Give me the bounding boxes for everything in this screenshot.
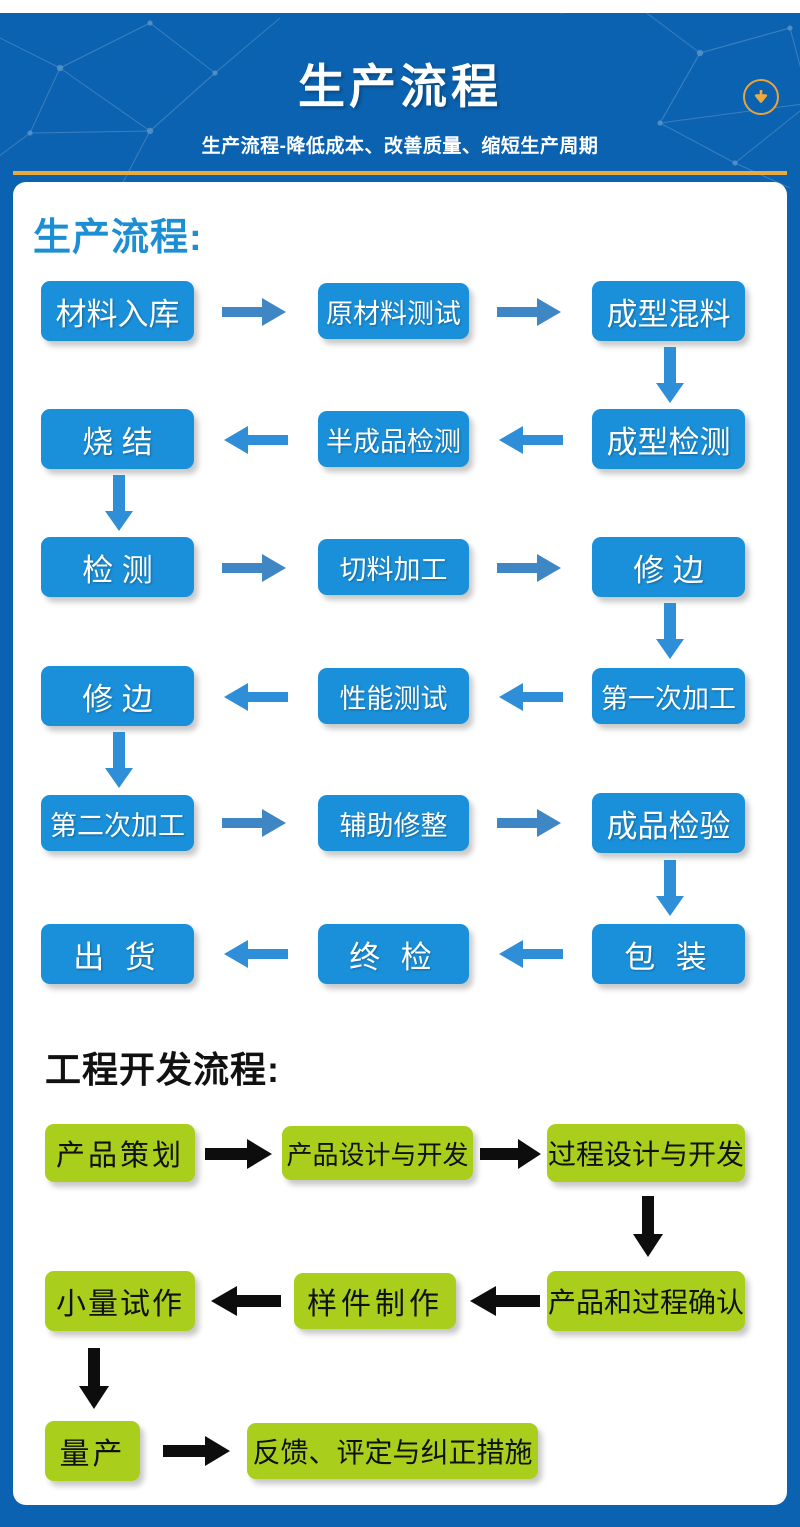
flow-box-p5c2[interactable]: 辅助修整 xyxy=(318,795,469,851)
arrow-down-e1c3-e2c3 xyxy=(632,1196,664,1258)
flow-box-p4c2[interactable]: 性能测试 xyxy=(318,668,469,724)
arrow-right-p3-c2-c3 xyxy=(497,553,563,583)
flow-box-e2c3[interactable]: 产品和过程确认 xyxy=(547,1271,745,1331)
flow-box-p2c1[interactable]: 烧 结 xyxy=(41,409,194,469)
arrow-left-p4-c3-c2 xyxy=(497,682,563,712)
arrow-right-e1-c2-c3 xyxy=(480,1139,542,1169)
flow-box-e1c1[interactable]: 产品策划 xyxy=(45,1124,195,1182)
download-circle-icon[interactable] xyxy=(743,79,779,115)
arrow-left-p2-c2-c1 xyxy=(222,425,288,455)
arrow-right-p5-c2-c3 xyxy=(497,808,563,838)
arrow-left-e2-c2-c1 xyxy=(209,1286,281,1316)
arrow-down-p4c1-p5c1 xyxy=(104,732,134,790)
arrow-right-p3-c1-c2 xyxy=(222,553,288,583)
section-heading-production: 生产流程: xyxy=(33,217,203,259)
flow-box-p3c1[interactable]: 检 测 xyxy=(41,537,194,597)
flow-box-p1c2[interactable]: 原材料测试 xyxy=(318,283,469,339)
arrow-right-p1-c1-c2 xyxy=(222,297,288,327)
flow-box-e1c2[interactable]: 产品设计与开发 xyxy=(282,1126,473,1180)
flow-box-p4c3[interactable]: 第一次加工 xyxy=(592,668,745,724)
arrow-left-p4-c2-c1 xyxy=(222,682,288,712)
arrow-down-p5c3-p6c3 xyxy=(655,860,685,918)
arrow-down-p1c3-p2c3 xyxy=(655,347,685,405)
flow-box-p5c1[interactable]: 第二次加工 xyxy=(41,795,194,851)
section-heading-engineering: 工程开发流程: xyxy=(45,1049,280,1090)
arrow-right-e1-c1-c2 xyxy=(205,1139,273,1169)
flow-box-p6c3[interactable]: 包 装 xyxy=(592,924,745,984)
flow-box-p3c2[interactable]: 切料加工 xyxy=(318,539,469,595)
arrow-down-e2c1-e3c1 xyxy=(78,1348,110,1410)
arrow-right-e3-c1-c2 xyxy=(163,1436,231,1466)
arrow-right-p1-c2-c3 xyxy=(497,297,563,327)
flow-box-p1c3[interactable]: 成型混料 xyxy=(592,281,745,341)
arrow-left-p2-c3-c2 xyxy=(497,425,563,455)
flow-box-e3c2[interactable]: 反馈、评定与纠正措施 xyxy=(247,1423,538,1479)
flow-box-p5c3[interactable]: 成品检验 xyxy=(592,793,745,853)
accent-divider xyxy=(13,171,787,175)
page-title: 生产流程 xyxy=(298,60,502,113)
flow-box-p2c3[interactable]: 成型检测 xyxy=(592,409,745,469)
arrow-left-p6-c2-c1 xyxy=(222,939,288,969)
flow-box-e2c2[interactable]: 样件制作 xyxy=(294,1273,456,1329)
flow-box-e1c3[interactable]: 过程设计与开发 xyxy=(547,1124,745,1182)
arrow-down-p3c3-p4c3 xyxy=(655,603,685,661)
page-header: 生产流程 生产流程-降低成本、改善质量、缩短生产周期 xyxy=(0,13,800,173)
arrow-left-p6-c3-c2 xyxy=(497,939,563,969)
flow-box-p6c1[interactable]: 出 货 xyxy=(41,924,194,984)
arrow-down-p2c1-p3c1 xyxy=(104,475,134,533)
flow-box-e2c1[interactable]: 小量试作 xyxy=(45,1271,195,1331)
flow-box-e3c1[interactable]: 量产 xyxy=(45,1421,140,1481)
flow-box-p3c3[interactable]: 修 边 xyxy=(592,537,745,597)
arrow-left-e2-c3-c2 xyxy=(468,1286,540,1316)
flow-box-p4c1[interactable]: 修 边 xyxy=(41,666,194,726)
flow-box-p1c1[interactable]: 材料入库 xyxy=(41,281,194,341)
network-pattern-decoration xyxy=(0,13,800,188)
page-subtitle: 生产流程-降低成本、改善质量、缩短生产周期 xyxy=(201,136,599,157)
arrow-right-p5-c1-c2 xyxy=(222,808,288,838)
flow-box-p6c2[interactable]: 终 检 xyxy=(318,924,469,984)
flow-box-p2c2[interactable]: 半成品检测 xyxy=(318,411,469,467)
